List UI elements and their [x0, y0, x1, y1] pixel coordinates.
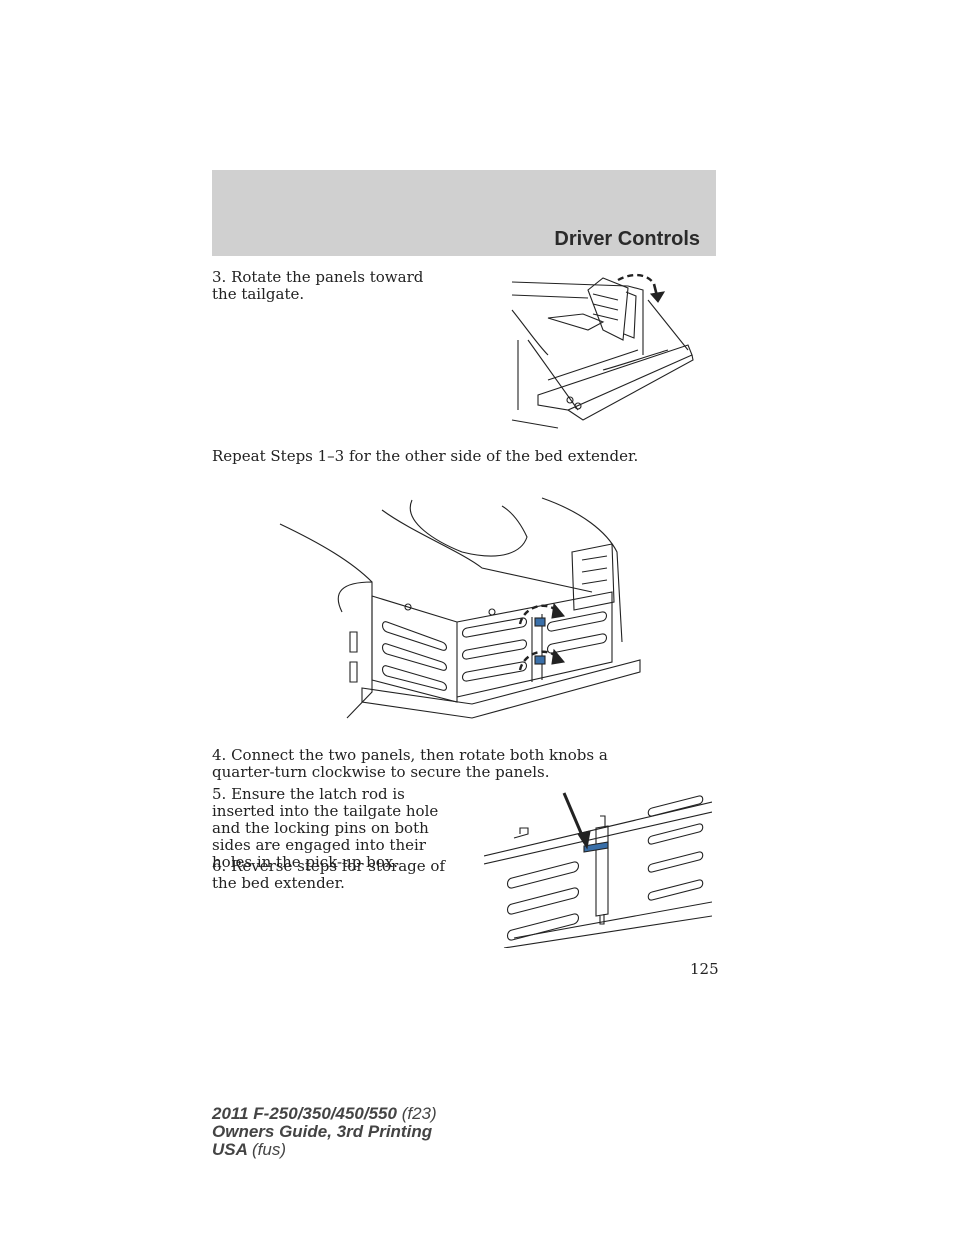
- step-4-text: 4. Connect the two panels, then rotate b…: [212, 746, 608, 781]
- page-number: 125: [690, 960, 719, 978]
- step-6-text: 6. Reverse steps for storage of the bed …: [212, 857, 446, 892]
- section-title: Driver Controls: [554, 228, 700, 250]
- repeat-steps-text: Repeat Steps 1–3 for the other side of t…: [212, 447, 639, 465]
- illustration-rotate-panels: [508, 270, 708, 432]
- illustration-latch-rod: [484, 788, 712, 948]
- footer-model-code: (f23): [401, 1104, 437, 1123]
- step-3-text: 3. Rotate the panels toward the tailgate…: [212, 268, 424, 303]
- footer-edition: Owners Guide, 3rd Printing: [212, 1122, 433, 1141]
- document-footer: 2011 F-250/350/450/550 (f23) Owners Guid…: [212, 1105, 437, 1159]
- footer-market: USA: [212, 1140, 248, 1159]
- section-header-band: Driver Controls: [212, 170, 716, 256]
- footer-model: 2011 F-250/350/450/550: [212, 1104, 397, 1123]
- illustration-connected-panels: [262, 492, 642, 720]
- step-5-text: 5. Ensure the latch rod is inserted into…: [212, 785, 439, 871]
- footer-market-code: (fus): [252, 1140, 286, 1159]
